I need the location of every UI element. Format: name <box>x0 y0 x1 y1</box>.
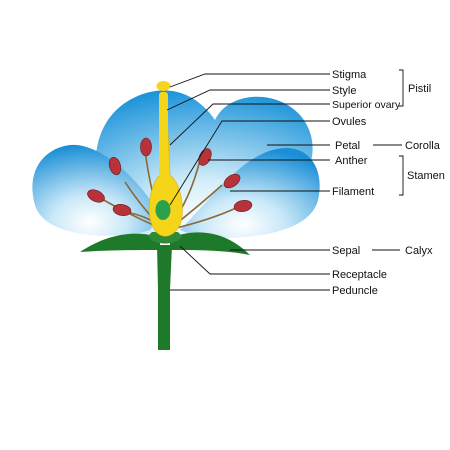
group-corolla: Corolla <box>405 140 441 152</box>
label-ovules: Ovules <box>332 116 367 128</box>
pistil-bracket <box>399 69 404 107</box>
leader-lines <box>166 73 402 291</box>
stigma-tip <box>156 81 171 91</box>
ovule <box>155 200 171 220</box>
anther <box>223 173 241 189</box>
group-labels: Pistil Corolla Stamen Calyx <box>405 83 445 257</box>
pistil <box>148 81 183 237</box>
anther <box>87 189 105 203</box>
anthers <box>87 137 253 216</box>
group-pistil: Pistil <box>408 83 431 95</box>
anther <box>108 156 122 176</box>
stamen-bracket <box>399 155 404 196</box>
part-labels: Stigma Style Superior ovary Ovules Petal… <box>332 69 401 297</box>
label-peduncle: Peduncle <box>332 285 378 297</box>
group-stamen: Stamen <box>407 170 445 182</box>
sepal-right <box>170 232 250 255</box>
label-receptacle: Receptacle <box>332 269 387 281</box>
label-style: Style <box>332 85 356 97</box>
sepals <box>80 232 250 255</box>
sepal-left <box>80 233 160 252</box>
label-superior-ovary: Superior ovary <box>332 99 401 111</box>
label-stigma: Stigma <box>332 69 367 81</box>
label-anther: Anther <box>335 155 368 167</box>
label-sepal: Sepal <box>332 245 360 257</box>
anther <box>140 137 152 157</box>
receptacle <box>148 232 182 244</box>
peduncle-stem <box>157 245 172 350</box>
group-calyx: Calyx <box>405 245 433 257</box>
anther <box>112 204 132 216</box>
label-petal: Petal <box>335 140 360 152</box>
style-tube <box>159 92 168 178</box>
label-filament: Filament <box>332 186 374 198</box>
anther <box>233 200 253 212</box>
